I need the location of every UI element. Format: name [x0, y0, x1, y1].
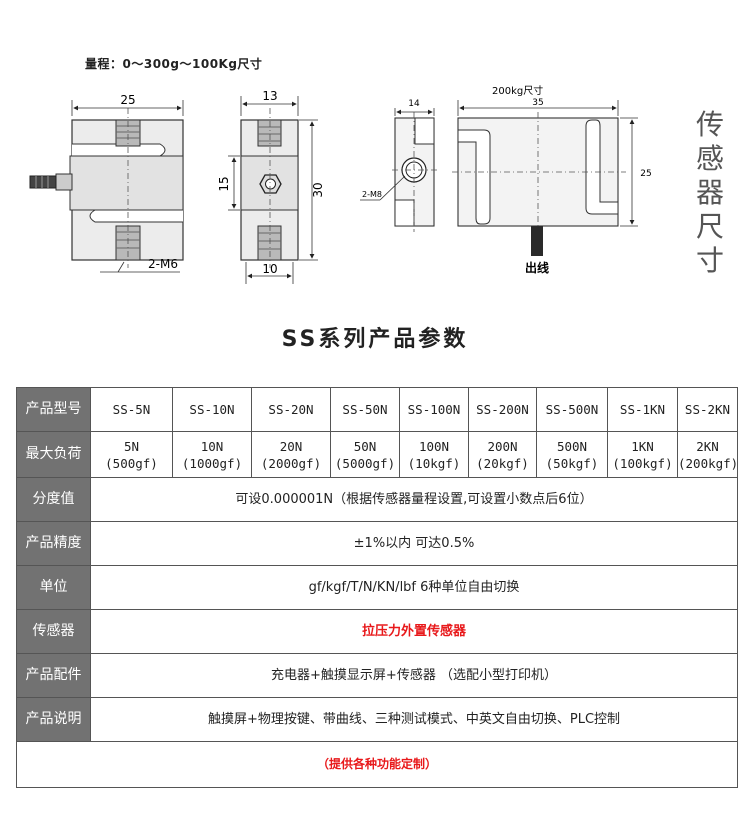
table-row-accuracy: 产品精度 ±1%以内 可达0.5% — [16, 521, 738, 566]
load-cell: 500N(50kgf) — [536, 431, 608, 478]
side-view — [228, 96, 318, 284]
model-header: 产品型号 — [16, 387, 91, 432]
row-value: 可设0.000001N（根据传感器量程设置,可设置小数点后6位） — [90, 477, 738, 522]
row-label: 分度值 — [16, 477, 91, 522]
dimension-drawings-svg: 25 2-M6 — [29, 84, 652, 284]
row-label: 产品精度 — [16, 521, 91, 566]
large-height-dim: 25 — [640, 169, 651, 179]
model-cell: SS-2KN — [677, 387, 738, 432]
side-title: 传感器尺寸 — [695, 108, 724, 277]
table-row-unit: 单位 gf/kgf/T/N/KN/lbf 6种单位自由切换 — [16, 565, 738, 610]
row-value-highlight: 拉压力外置传感器 — [90, 609, 738, 654]
large-thick-dim: 14 — [408, 99, 420, 109]
side-width-dim: 13 — [262, 89, 277, 103]
row-value: gf/kgf/T/N/KN/lbf 6种单位自由切换 — [90, 565, 738, 610]
load-header: 最大负荷 — [16, 431, 91, 478]
table-row-load: 最大负荷 5N(500gf) 10N(1000gf) 20N(2000gf) 5… — [16, 431, 738, 478]
side-hole-dim: 15 — [217, 176, 231, 191]
model-cell: SS-5N — [90, 387, 173, 432]
table-row-footer: （提供各种功能定制） — [16, 741, 738, 788]
technical-drawings: 量程：0～300g～100Kg尺寸 — [0, 0, 750, 300]
load-cell: 200N(20kgf) — [468, 431, 537, 478]
load-cell: 20N(2000gf) — [251, 431, 331, 478]
model-cell: SS-100N — [399, 387, 469, 432]
model-cell: SS-500N — [536, 387, 608, 432]
front-thread-label: 2-M6 — [148, 257, 178, 271]
front-width-dim: 25 — [120, 93, 135, 107]
load-cell: 5N(500gf) — [90, 431, 173, 478]
row-value: 触摸屏+物理按键、带曲线、三种测试模式、中英文自由切换、PLC控制 — [90, 697, 738, 742]
large-view — [360, 100, 638, 256]
cable-label: 出线 — [525, 260, 549, 275]
load-cell: 100N(10kgf) — [399, 431, 469, 478]
table-row-resolution: 分度值 可设0.000001N（根据传感器量程设置,可设置小数点后6位） — [16, 477, 738, 522]
row-label: 产品说明 — [16, 697, 91, 742]
row-value: 充电器+触摸显示屏+传感器 （选配小型打印机） — [90, 653, 738, 698]
load-cell: 2KN(200kgf) — [677, 431, 738, 478]
customization-note: （提供各种功能定制） — [16, 741, 738, 788]
load-cell: 1KN(100kgf) — [607, 431, 678, 478]
table-title: SS系列产品参数 — [281, 327, 469, 352]
large-view-caption: 200kg尺寸 — [492, 84, 543, 97]
row-value: ±1%以内 可达0.5% — [90, 521, 738, 566]
table-row-sensor: 传感器 拉压力外置传感器 — [16, 609, 738, 654]
table-row-accessories: 产品配件 充电器+触摸显示屏+传感器 （选配小型打印机） — [16, 653, 738, 698]
range-label: 量程：0～300g～100Kg尺寸 — [85, 57, 263, 71]
load-cell: 50N(5000gf) — [330, 431, 400, 478]
model-cell: SS-1KN — [607, 387, 678, 432]
side-bottom-dim: 10 — [262, 262, 277, 276]
row-label: 产品配件 — [16, 653, 91, 698]
row-label: 传感器 — [16, 609, 91, 654]
load-cell: 10N(1000gf) — [172, 431, 252, 478]
model-cell: SS-20N — [251, 387, 331, 432]
table-row-model: 产品型号 SS-5N SS-10N SS-20N SS-50N SS-100N … — [16, 387, 738, 432]
large-width-dim: 35 — [532, 98, 543, 108]
row-label: 单位 — [16, 565, 91, 610]
model-cell: SS-200N — [468, 387, 537, 432]
model-cell: SS-50N — [330, 387, 400, 432]
large-thread-label: 2-M8 — [362, 190, 382, 199]
side-height-dim: 30 — [311, 182, 325, 197]
model-cell: SS-10N — [172, 387, 252, 432]
table-row-description: 产品说明 触摸屏+物理按键、带曲线、三种测试模式、中英文自由切换、PLC控制 — [16, 697, 738, 742]
spec-table: 产品型号 SS-5N SS-10N SS-20N SS-50N SS-100N … — [16, 387, 738, 788]
front-view — [29, 100, 184, 273]
